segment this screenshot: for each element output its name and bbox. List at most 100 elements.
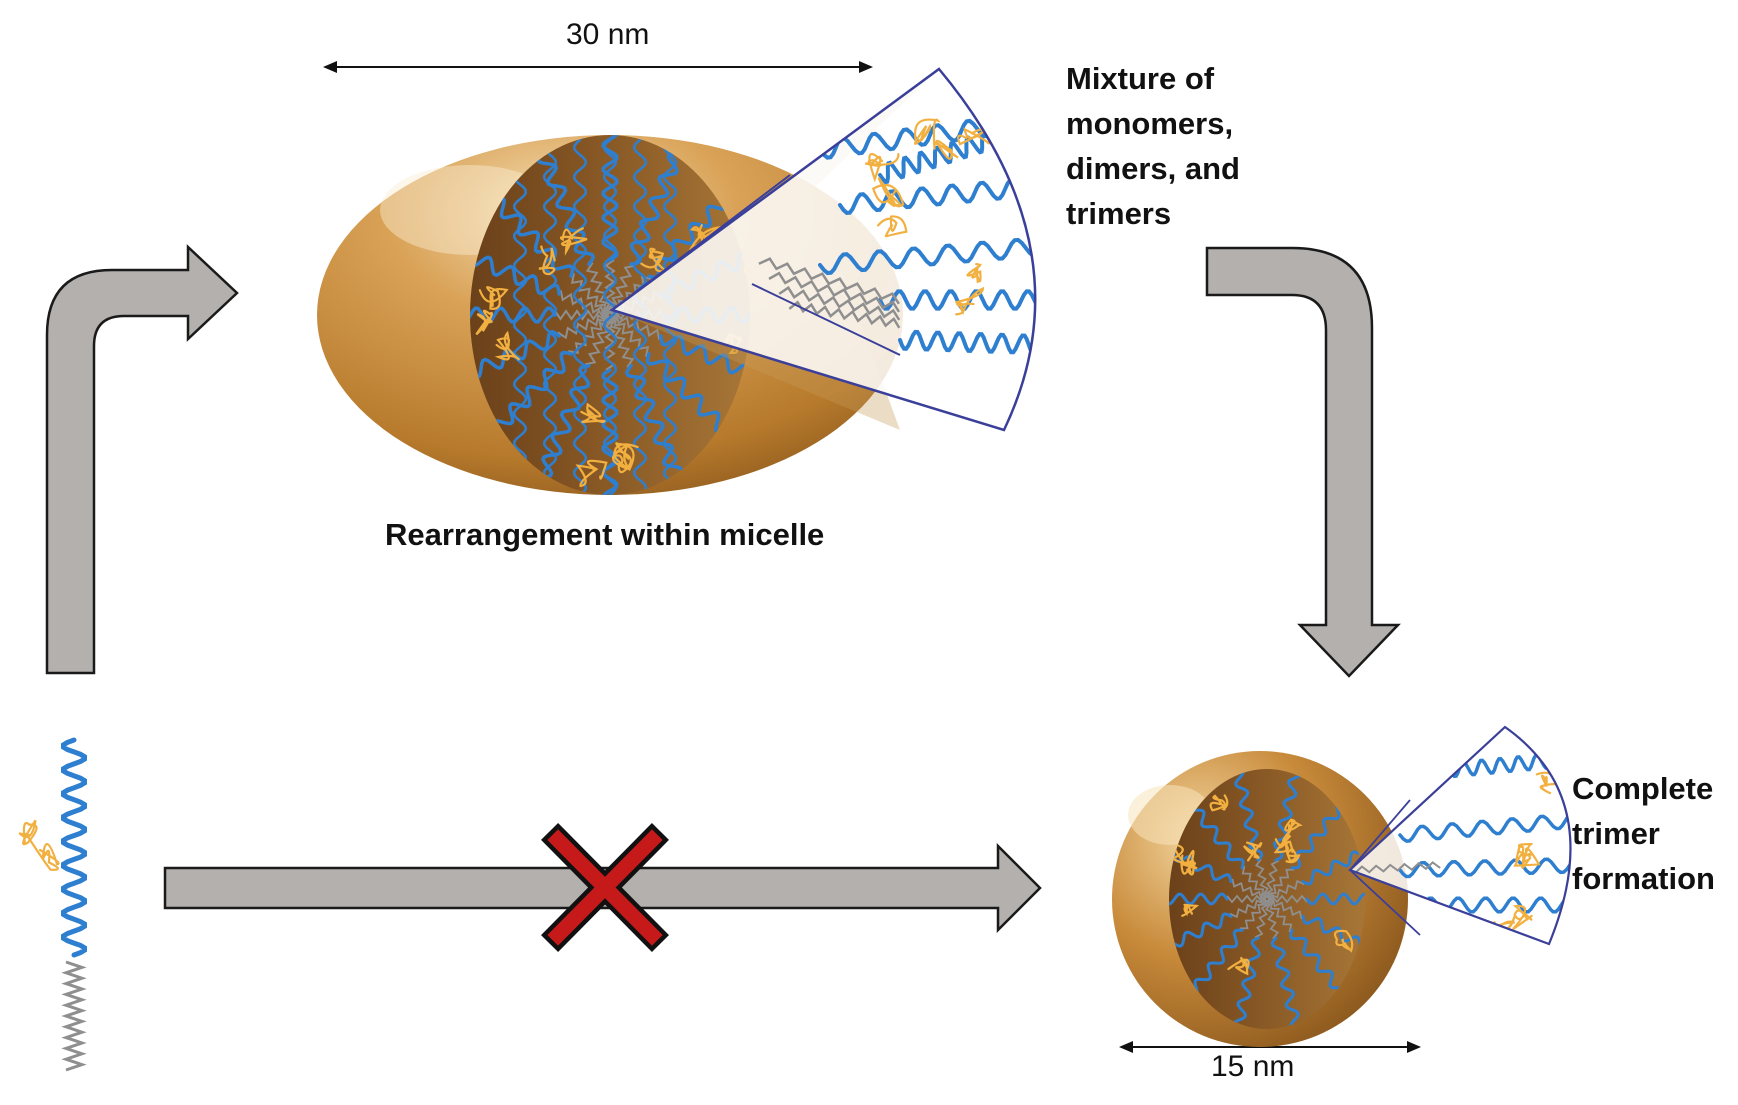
micelle-tail <box>1263 898 1280 940</box>
small-micelle-state-label: Complete trimer formation <box>1572 766 1715 901</box>
large-micelle-state-label: Mixture of monomers, dimers, and trimers <box>1066 56 1240 236</box>
cone-tail <box>1354 861 1441 874</box>
cone-tail <box>778 285 901 321</box>
cone-loop <box>864 152 900 183</box>
cone-loop <box>934 139 959 160</box>
cone-helix <box>818 234 1036 276</box>
micelle-helix <box>1270 936 1305 1029</box>
micelle-helix <box>1169 912 1233 967</box>
micelle-helix <box>470 329 561 398</box>
process-arrow-up-right <box>45 244 239 675</box>
micelle-tail <box>1266 894 1308 904</box>
cone-helix <box>1398 812 1571 843</box>
micelle-loop <box>1284 818 1304 833</box>
cone-helix <box>898 329 1036 356</box>
monomer-loop <box>24 832 60 871</box>
micelle-tail <box>1241 865 1270 898</box>
micelle-tail <box>554 309 611 321</box>
micelle-loop <box>1181 903 1200 917</box>
size-label-15nm: 15 nm <box>1211 1050 1295 1083</box>
micelle-tail <box>1239 896 1268 930</box>
micelle-loop <box>1180 859 1198 876</box>
large-micelle <box>317 69 939 495</box>
micelle-helix <box>601 368 619 495</box>
size-label-30nm: 30 nm <box>566 18 650 51</box>
micelle-helix <box>1169 834 1233 884</box>
micelle-loop <box>1333 929 1354 953</box>
monomer-tail <box>61 960 87 1072</box>
micelle-loop <box>560 227 588 256</box>
cone-loop <box>913 118 941 150</box>
micelle-tail <box>1226 894 1268 904</box>
state-line: monomers, <box>1066 106 1234 141</box>
cone-loop <box>1513 845 1541 867</box>
micelle-tail <box>1254 897 1271 939</box>
micelle-tail <box>1229 896 1267 919</box>
state-line: dimers, and <box>1066 151 1240 186</box>
micelle-helix <box>1169 892 1229 906</box>
monomer-loop <box>18 819 38 846</box>
micelle-loop <box>538 245 556 276</box>
micelle-tail <box>1266 868 1295 902</box>
micelle-loop <box>580 402 606 424</box>
micelle-tail <box>1264 900 1293 933</box>
micelle-loop <box>478 285 509 310</box>
micelle-helix <box>573 138 587 495</box>
micelle-tail <box>585 262 614 315</box>
cone-tail <box>758 257 900 305</box>
small-micelle <box>1112 751 1408 1047</box>
cone-tail <box>768 271 901 313</box>
cone-tail <box>788 300 901 329</box>
micelle-helix <box>543 138 557 495</box>
micelle-loop <box>640 247 668 273</box>
state-line: trimers <box>1066 196 1172 231</box>
state-line: formation <box>1572 861 1715 896</box>
red-x-icon <box>541 823 669 952</box>
zoom-cone-large <box>609 67 1037 432</box>
micelle-tail <box>1231 878 1269 901</box>
micelle-tail <box>1267 879 1305 902</box>
cone-loop <box>1512 904 1533 931</box>
micelle-tail <box>604 259 616 316</box>
micelle-tail <box>570 273 613 316</box>
micelle-loop <box>475 309 493 336</box>
monomer-helix <box>61 737 87 958</box>
helix-monomer-icon <box>18 737 87 1072</box>
micelle-tail <box>557 311 610 340</box>
micelle-loop <box>1209 794 1229 812</box>
zoom-cone-small <box>1347 725 1572 946</box>
micelle-loop <box>1273 831 1292 854</box>
state-line: Complete <box>1572 771 1714 806</box>
micelle-tail <box>1254 858 1271 900</box>
cone-loop <box>877 215 908 238</box>
cone-helix <box>1398 856 1571 879</box>
state-line: Mixture of <box>1066 61 1215 96</box>
cone-loop <box>955 286 984 316</box>
micelle-loop <box>612 442 639 472</box>
micelle-loop <box>575 459 608 488</box>
micelle-tail <box>606 315 635 368</box>
state-line: trimer <box>1572 816 1660 851</box>
micelle-loop <box>612 449 632 474</box>
micelle-loop <box>1242 841 1263 862</box>
micelle-helix <box>659 334 750 394</box>
rearrangement-caption: Rearrangement within micelle <box>385 517 825 552</box>
micelle-tail <box>559 290 613 319</box>
micelle-tail <box>1263 859 1280 901</box>
micelle-loop <box>1227 956 1250 976</box>
micelle-cut-face <box>470 135 750 495</box>
cone-loop <box>871 176 905 208</box>
process-arrow-right-down <box>1205 246 1401 678</box>
micelle-helix <box>470 306 557 324</box>
micelle-loop <box>494 330 521 361</box>
cone-loop <box>966 263 983 284</box>
micelle-loop <box>1285 840 1301 864</box>
micelle-helix <box>470 236 561 296</box>
micelle-tail <box>607 314 650 357</box>
micelle-helix <box>1305 892 1365 906</box>
micelle-helix <box>603 138 617 495</box>
micelle-tail <box>1265 897 1303 920</box>
micelle-helix <box>1301 831 1365 886</box>
micelle-helix <box>513 138 527 495</box>
